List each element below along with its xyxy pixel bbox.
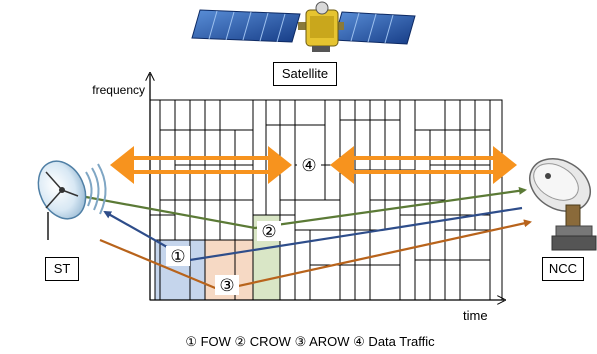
time-axis-label: time <box>463 308 488 323</box>
marker-crow: ② <box>257 221 281 242</box>
frequency-axis-label: frequency <box>92 83 145 97</box>
svg-text:③: ③ <box>219 276 234 296</box>
ncc-label: NCC <box>542 257 584 281</box>
data-traffic-arrow-left <box>110 146 292 184</box>
satellite-icon <box>191 1 416 52</box>
marker-fow: ① <box>166 246 190 267</box>
st-dish-antenna-icon <box>37 160 107 240</box>
data-traffic-arrows <box>110 146 517 184</box>
marker-arow: ③ <box>215 275 239 296</box>
satellite-label: Satellite <box>273 62 337 86</box>
axes <box>150 74 504 300</box>
st-label: ST <box>45 257 79 281</box>
data-traffic-arrow-right <box>330 146 517 184</box>
marker-data-traffic: ④ <box>297 155 321 176</box>
svg-text:①: ① <box>170 247 185 267</box>
ncc-dish-antenna-icon <box>529 158 597 251</box>
crow-arrow <box>85 186 527 230</box>
svg-text:④: ④ <box>301 156 316 176</box>
svg-text:②: ② <box>261 222 276 242</box>
legend-caption: ① FOW ② CROW ③ AROW ④ Data Traffic <box>185 334 435 349</box>
